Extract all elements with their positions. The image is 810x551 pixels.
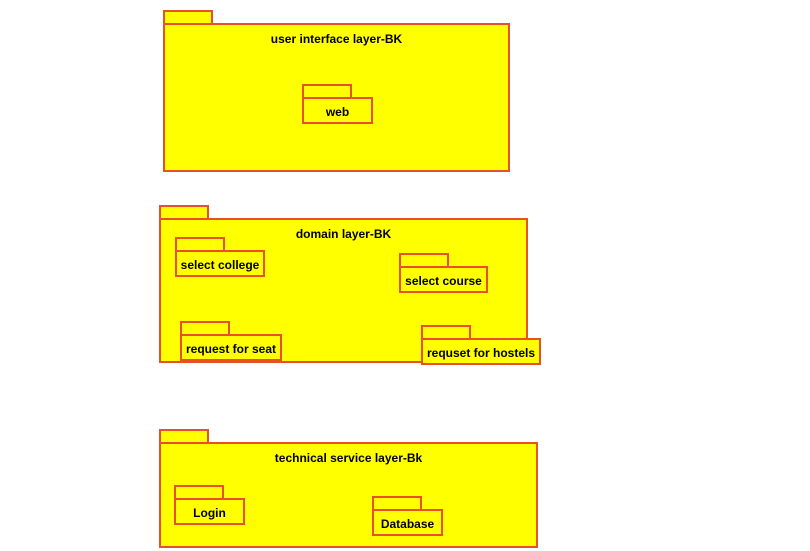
package-body: select course bbox=[399, 266, 488, 293]
package-label: web bbox=[325, 105, 350, 119]
package-label: domain layer-BK bbox=[295, 227, 392, 241]
package-body: Database bbox=[372, 509, 443, 536]
package-label: Database bbox=[380, 517, 435, 531]
package-body: Login bbox=[174, 498, 245, 525]
package-label: requset for hostels bbox=[426, 346, 536, 360]
package-label: request for seat bbox=[185, 342, 277, 356]
package-label: technical service layer-Bk bbox=[274, 451, 423, 465]
package-label: Login bbox=[193, 506, 226, 520]
package-label: select course bbox=[405, 274, 482, 288]
package-body: web bbox=[302, 97, 373, 124]
package-label: select college bbox=[180, 258, 260, 272]
package-body: select college bbox=[175, 250, 265, 277]
package-label: user interface layer-BK bbox=[270, 32, 403, 46]
package-body: requset for hostels bbox=[421, 338, 541, 365]
package-body: request for seat bbox=[180, 334, 282, 361]
